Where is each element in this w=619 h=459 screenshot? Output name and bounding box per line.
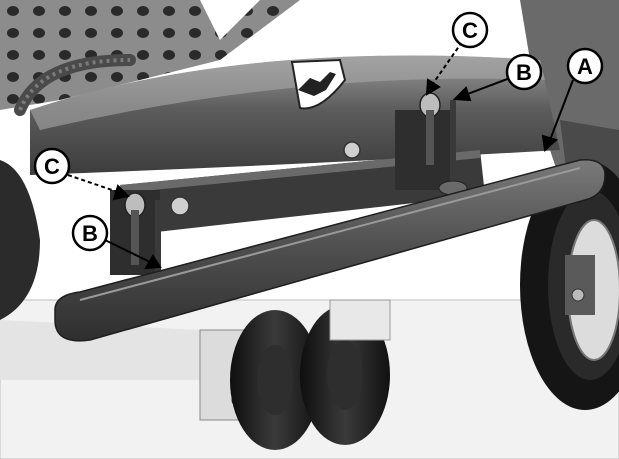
center-caster-wheels <box>199 299 391 450</box>
leader-c-left <box>67 174 119 193</box>
hitch-pin-right <box>419 92 441 165</box>
callout-a-label: A <box>577 54 593 79</box>
bolt-center <box>343 141 361 159</box>
bracket-bolts <box>170 141 361 216</box>
callout-b-left-label: B <box>82 221 98 246</box>
callout-leaders <box>67 41 574 270</box>
left-wheel-shadow <box>0 160 40 320</box>
leader-b-right <box>464 77 511 96</box>
leader-a-arrow <box>541 134 558 153</box>
leader-c-right <box>431 41 463 86</box>
rubber-grip-handle <box>14 54 136 116</box>
callout-b-right-label: B <box>516 60 532 85</box>
right-front-tire <box>520 160 619 410</box>
callout-a: A <box>566 47 604 85</box>
hitch-pin-left <box>124 192 146 265</box>
leaping-deer-logo-icon <box>290 58 347 110</box>
callout-c-left: C <box>33 147 71 185</box>
leader-c-right-arrow <box>425 78 441 96</box>
leader-b-right-arrow <box>452 86 472 102</box>
front-mount-bracket <box>110 110 485 275</box>
callout-b-left: B <box>71 214 109 252</box>
callout-b-right: B <box>505 53 543 91</box>
leader-c-left-arrow <box>112 184 131 201</box>
callout-c-right-label: C <box>462 18 478 43</box>
callout-c-left-label: C <box>44 154 60 179</box>
leader-a <box>549 79 574 141</box>
front-bumper-bar <box>54 159 606 342</box>
bolt-left <box>170 196 190 216</box>
leader-b-left-arrow <box>144 254 162 270</box>
leader-b-left <box>104 239 151 263</box>
callout-c-right: C <box>451 11 489 49</box>
perforated-footrest <box>0 0 300 110</box>
